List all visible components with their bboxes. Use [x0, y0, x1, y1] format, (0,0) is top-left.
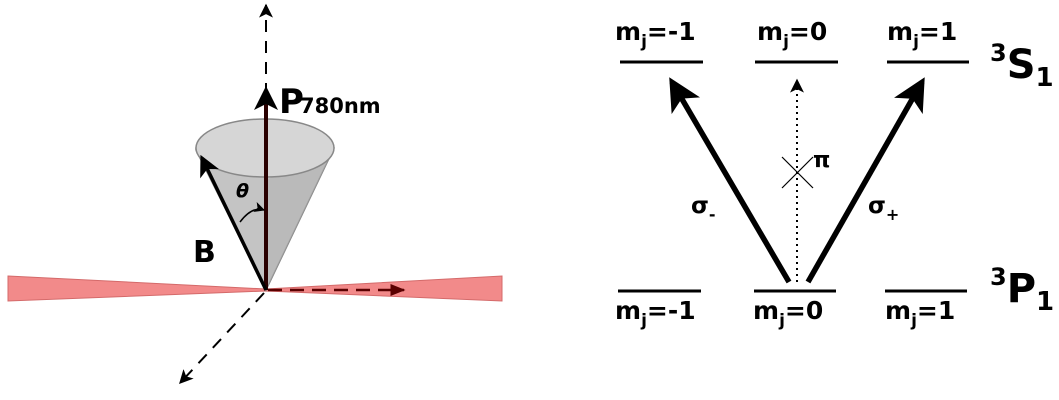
sigma-minus-transition-arrow — [669, 77, 792, 284]
sigma-plus-transition-arrow — [805, 77, 925, 284]
polarization-subscript: 780nm — [300, 94, 381, 118]
geometry-panel: P 780nm B θ — [7, 3, 503, 385]
lower-sublevel-label-mj-minus1: mj=-1 — [615, 296, 696, 331]
sigma-minus-label: σ- — [691, 193, 716, 224]
angle-label: θ — [236, 180, 249, 202]
upper-sublevel-label-mj-0: mj=0 — [757, 17, 827, 52]
upper-sublevel-label-mj-minus1: mj=-1 — [615, 17, 696, 52]
diagonal-axis-dashed — [179, 292, 265, 385]
magnetic-field-arrow — [200, 154, 268, 291]
sigma-plus-label: σ+ — [868, 193, 899, 224]
pi-label: π — [813, 148, 830, 173]
forbidden-cross-b — [781, 156, 814, 189]
lower-state-term-symbol: 3P1 — [990, 263, 1054, 317]
cone-shading — [266, 148, 334, 290]
field-label: B — [193, 235, 216, 270]
upper-sublevel-label-mj-1: mj=1 — [887, 17, 957, 52]
polarization-label: P — [279, 82, 304, 122]
energy-level-panel: mj=-1 mj=0 mj=1 mj=-1 mj=0 mj=1 3S1 3P1 … — [615, 17, 1054, 331]
lower-sublevel-label-mj-1: mj=1 — [885, 296, 955, 331]
angle-arc — [239, 202, 265, 223]
upper-state-term-symbol: 3S1 — [990, 39, 1054, 93]
lower-sublevel-label-mj-0: mj=0 — [753, 296, 823, 331]
laser-beam — [7, 275, 503, 302]
